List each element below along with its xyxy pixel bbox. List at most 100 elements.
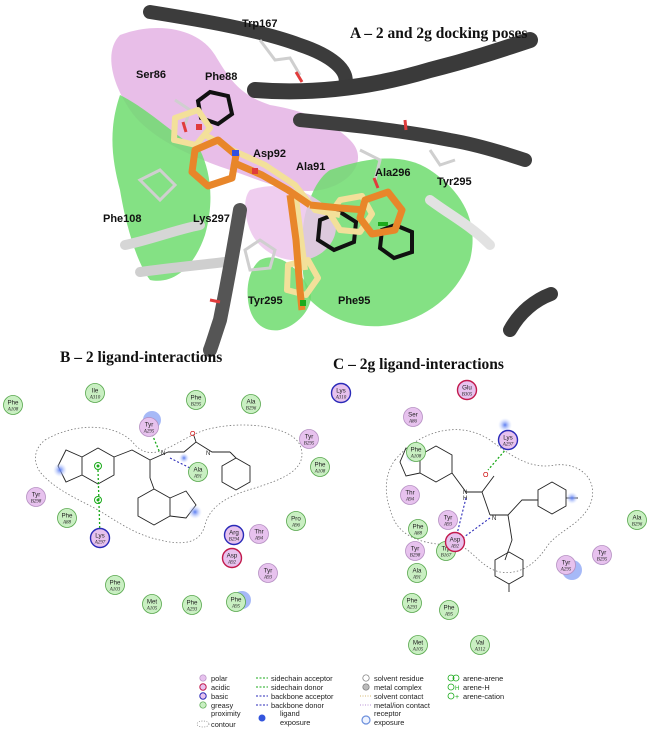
panel-a-docking-render: Trp167 Ser86 Phe88 Asp92 Ala91 Ala296 Ty… [103, 5, 558, 357]
pink-surface [111, 27, 359, 191]
panel-c-diagram: O H N N GluB305SerA86LysA297PheA108ThrA9… [385, 379, 647, 655]
panel-b-residue-name: Phe [109, 580, 121, 587]
panel-b-residue-disc [286, 511, 306, 531]
legend-backbone-acceptor: backbone acceptor [271, 692, 334, 701]
panel-b-residue-disc [249, 524, 269, 544]
panel-c-residue-number: B295 [597, 558, 608, 563]
legend-proximity: proximity [211, 709, 241, 718]
panel-b-residue-number: A297 [94, 541, 106, 546]
panel-c-residue-number: A88 [413, 532, 423, 537]
panel-c-residue-disc [403, 407, 423, 427]
panel-b-residue-number: A103 [109, 588, 121, 593]
panel-b-residue-number: A94 [254, 537, 264, 542]
panel-b-residue-disc [139, 417, 159, 437]
panel-b-residue-name: Met [147, 599, 158, 606]
panel-c-residue-name: Met [413, 640, 424, 647]
panel-c-residue-name: Ala [633, 515, 643, 522]
panel-c-residue-number: A91 [412, 576, 421, 581]
ligand-2g-skeleton [399, 445, 578, 592]
panel-b-residue-number: A88 [62, 521, 72, 526]
panel-b-residue-name: Ala [194, 467, 204, 474]
residue-label-tyr295-bottom: Tyr295 [248, 295, 283, 307]
legend-solvent-contact: solvent contact [374, 692, 423, 701]
panel-b-residue-number: A96 [291, 524, 301, 529]
legend-metal-complex: metal complex [374, 683, 422, 692]
atom-n-left-c: N [463, 490, 467, 496]
panel-b-residue-name: Ala [247, 399, 257, 406]
panel-c-title: C – 2g ligand-interactions [333, 356, 504, 373]
residue-label-tyr295-right: Tyr295 [437, 176, 472, 188]
panel-b-residue-name: Arg [229, 530, 239, 537]
interactions-c [455, 447, 508, 541]
panel-b-residue-name: Phe [190, 395, 202, 402]
panel-b-residue-disc [142, 594, 162, 614]
residue-label-phe108: Phe108 [103, 213, 142, 225]
panel-b-residue-name: Tyr [32, 492, 41, 499]
panel-b-residue-disc [188, 462, 208, 482]
legend-contour: contour [211, 720, 236, 729]
panel-b-residue-disc [3, 395, 23, 415]
panel-b-residue-name: Lys [95, 533, 104, 540]
panel-b-residue-number: A91 [193, 475, 202, 480]
legend-col3: solvent residue metal complex solvent co… [360, 674, 430, 727]
panel-b-residue-number: A310 [89, 396, 101, 401]
panel-c-residue-disc [405, 541, 425, 561]
panel-c-residue-name: Tyr [411, 546, 420, 553]
panel-b-residue-disc [57, 508, 77, 528]
panel-c-residue-disc [402, 593, 422, 613]
panel-c-residue-number: A86 [408, 420, 418, 425]
panel-b-residue-disc [85, 383, 105, 403]
panel-b-residue-number: A293 [186, 608, 198, 613]
panel-b-residue-disc [89, 527, 111, 549]
atom-o-top: O [190, 431, 196, 438]
panel-b-residue-disc [223, 524, 245, 546]
panel-b-title: B – 2 ligand-interactions [60, 349, 222, 366]
ribbon-right-2 [293, 113, 532, 167]
panel-b-residue-number: A93 [263, 576, 273, 581]
legend-ligand-exposure: exposure [280, 718, 310, 727]
panel-b-residue-disc [330, 382, 352, 404]
panel-c-residue-disc [444, 531, 466, 553]
legend-col1: polar acidic basic greasy proximity cont… [196, 674, 241, 729]
ribbon-top [143, 5, 353, 92]
residue-label-trp167: Trp167 [242, 18, 277, 30]
panel-b-residue-disc [241, 394, 261, 414]
panel-c-residue-disc [406, 442, 426, 462]
legend-solvent-residue: solvent residue [374, 674, 424, 683]
panel-c-residue-number: B296 [632, 523, 643, 528]
panel-c-residue-disc [438, 510, 458, 530]
panel-a-title: A – 2 and 2g docking poses [350, 25, 527, 42]
residue-label-ala296: Ala296 [375, 167, 410, 179]
panel-c-residue-number: A297 [502, 443, 514, 448]
panel-b-residue-number: B295 [191, 403, 202, 408]
panel-c-residue-name: Asp [450, 537, 461, 544]
residue-label-ala91: Ala91 [296, 161, 325, 173]
panel-c-residue-disc [439, 600, 459, 620]
legend-arene-h: arene-H [463, 683, 490, 692]
panel-b-residue-number: B296 [246, 407, 257, 412]
panel-c-residue-name: Phe [410, 447, 422, 454]
legend-greasy: greasy [211, 701, 233, 710]
panel-c-residue-name: Trp [441, 546, 451, 553]
panel-b-residue-name: Tyr [264, 568, 273, 575]
ribbon-grey-right [425, 195, 495, 250]
ribbon-bottom-center [203, 203, 247, 357]
panel-c-residue-disc [470, 635, 490, 655]
proximity-contour-c [385, 429, 593, 573]
interactions-b [94, 426, 199, 539]
panel-b-residue-name: Phe [7, 400, 19, 407]
panel-c-residue-name: Phe [412, 524, 424, 531]
panel-b-residue-disc [182, 595, 202, 615]
panel-c-residue-number: B298 [410, 554, 421, 559]
legend-sidechain-acceptor: sidechain acceptor [271, 674, 333, 683]
atom-o-c: O [483, 472, 489, 479]
panel-c-residue-number: A95 [444, 613, 454, 618]
panel-c-residue-name: Lys [503, 435, 512, 442]
legend-acidic: acidic [211, 683, 230, 692]
legend-backbone-donor: backbone donor [271, 701, 325, 710]
panel-c-residue-disc [556, 555, 576, 575]
panel-b-residue-disc [105, 575, 125, 595]
panel-b-residue-disc [310, 457, 330, 477]
phe88-ring [195, 89, 235, 127]
